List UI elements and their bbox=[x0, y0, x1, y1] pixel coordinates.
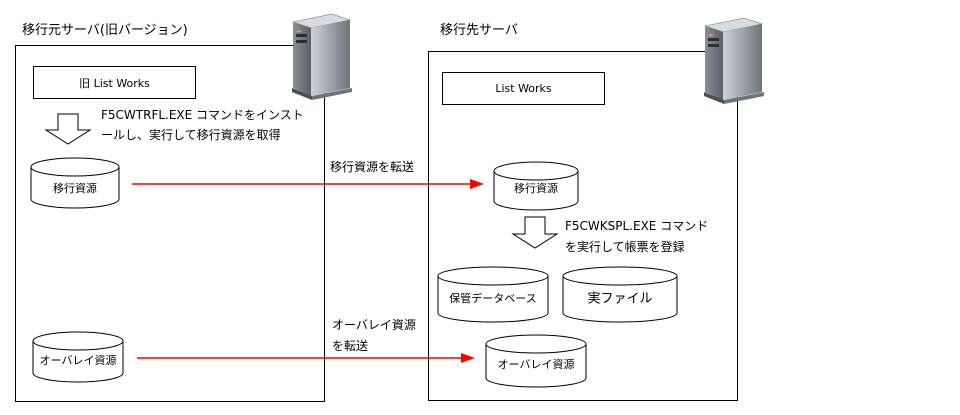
source-overlay-cylinder bbox=[32, 331, 124, 383]
source-server-icon bbox=[291, 13, 352, 100]
source-step-line1: F5CWTRFL.EXE コマンドをインスト bbox=[101, 108, 304, 122]
target-app-box: List Works bbox=[442, 72, 605, 105]
target-server-icon bbox=[703, 17, 764, 104]
source-resource-label: 移行資源 bbox=[53, 182, 97, 195]
target-file-cylinder bbox=[562, 266, 678, 323]
source-server-title: 移行元サーバ(旧バージョン) bbox=[22, 23, 188, 38]
target-resource-label: 移行資源 bbox=[514, 182, 558, 195]
source-app-box: 旧 List Works bbox=[33, 66, 196, 99]
target-overlay-cylinder bbox=[485, 334, 587, 388]
source-server-frame bbox=[15, 45, 325, 402]
target-file-label: 実ファイル bbox=[587, 291, 653, 307]
target-server-title: 移行先サーバ bbox=[440, 23, 518, 38]
target-step-line2: を実行して帳票を登録 bbox=[565, 240, 685, 254]
source-resource-cylinder bbox=[30, 157, 120, 209]
target-db-cylinder bbox=[437, 266, 549, 323]
target-db-label: 保管データベース bbox=[449, 292, 537, 305]
overlay-transfer-arrow bbox=[137, 353, 475, 363]
overlay-transfer-line1: オーバレイ資源 bbox=[332, 318, 416, 332]
target-resource-cylinder bbox=[493, 161, 579, 211]
target-app-label: List Works bbox=[495, 82, 552, 95]
target-server-frame bbox=[428, 51, 738, 401]
source-down-arrow bbox=[44, 113, 92, 145]
target-down-arrow bbox=[511, 216, 559, 249]
overlay-transfer-line2: を転送 bbox=[332, 339, 369, 353]
source-app-label: 旧 List Works bbox=[79, 76, 150, 90]
target-overlay-label: オーバレイ資源 bbox=[497, 358, 575, 371]
source-step-line2: ールし、実行して移行資源を取得 bbox=[101, 128, 281, 142]
resource-transfer-label: 移行資源を転送 bbox=[330, 160, 415, 174]
source-overlay-label: オーバレイ資源 bbox=[39, 354, 117, 367]
resource-transfer-arrow bbox=[132, 179, 484, 189]
target-step-line1: F5CWKSPL.EXE コマンド bbox=[565, 219, 709, 233]
